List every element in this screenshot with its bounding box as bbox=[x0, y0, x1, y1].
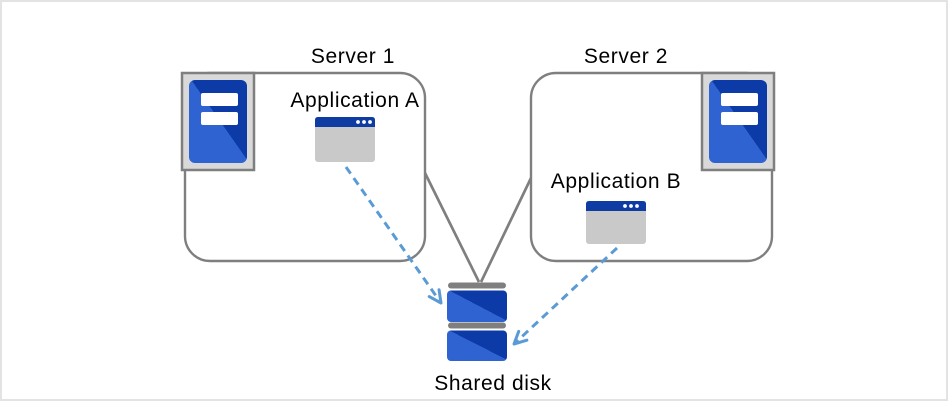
server-tower-slot bbox=[721, 93, 758, 106]
server-tower-icon bbox=[700, 71, 776, 172]
disk-platter bbox=[447, 290, 507, 322]
app-window-dot bbox=[629, 204, 633, 208]
app-window-titlebar bbox=[586, 201, 646, 211]
app-window-dot bbox=[362, 120, 366, 124]
server1-group: Server 1 Application A bbox=[180, 45, 427, 263]
disk-cap bbox=[448, 322, 506, 329]
app-window-dot bbox=[368, 120, 372, 124]
server-tower-slot bbox=[201, 93, 238, 106]
app-window-titlebar bbox=[315, 117, 375, 127]
app-window-dot bbox=[623, 204, 627, 208]
server-tower-slot bbox=[721, 112, 758, 125]
app-window-dot bbox=[635, 204, 639, 208]
shared-disk-label: Shared disk bbox=[434, 372, 552, 395]
disk-cap bbox=[448, 282, 506, 289]
arrow-app-b-to-disk bbox=[512, 246, 619, 346]
app-window-body bbox=[315, 117, 375, 162]
app-window-dot bbox=[356, 120, 360, 124]
server2-group: Server 2 Application B bbox=[529, 45, 776, 263]
disk-platter bbox=[447, 330, 507, 361]
arrow-app-a-to-disk bbox=[344, 166, 443, 305]
server2-title: Server 2 bbox=[584, 45, 668, 68]
connector-server2-to-disk bbox=[479, 177, 533, 283]
app-window-icon bbox=[586, 201, 646, 244]
application-b-label: Application B bbox=[551, 170, 681, 193]
server-tower-icon bbox=[180, 71, 256, 172]
disk-stack-icon bbox=[447, 282, 507, 361]
application-a-label: Application A bbox=[290, 89, 419, 112]
app-window-icon bbox=[315, 117, 375, 162]
connector-server1-to-disk bbox=[423, 172, 481, 283]
app-window-body bbox=[586, 201, 646, 244]
server-tower-slot bbox=[201, 112, 238, 125]
server1-title: Server 1 bbox=[311, 45, 395, 68]
